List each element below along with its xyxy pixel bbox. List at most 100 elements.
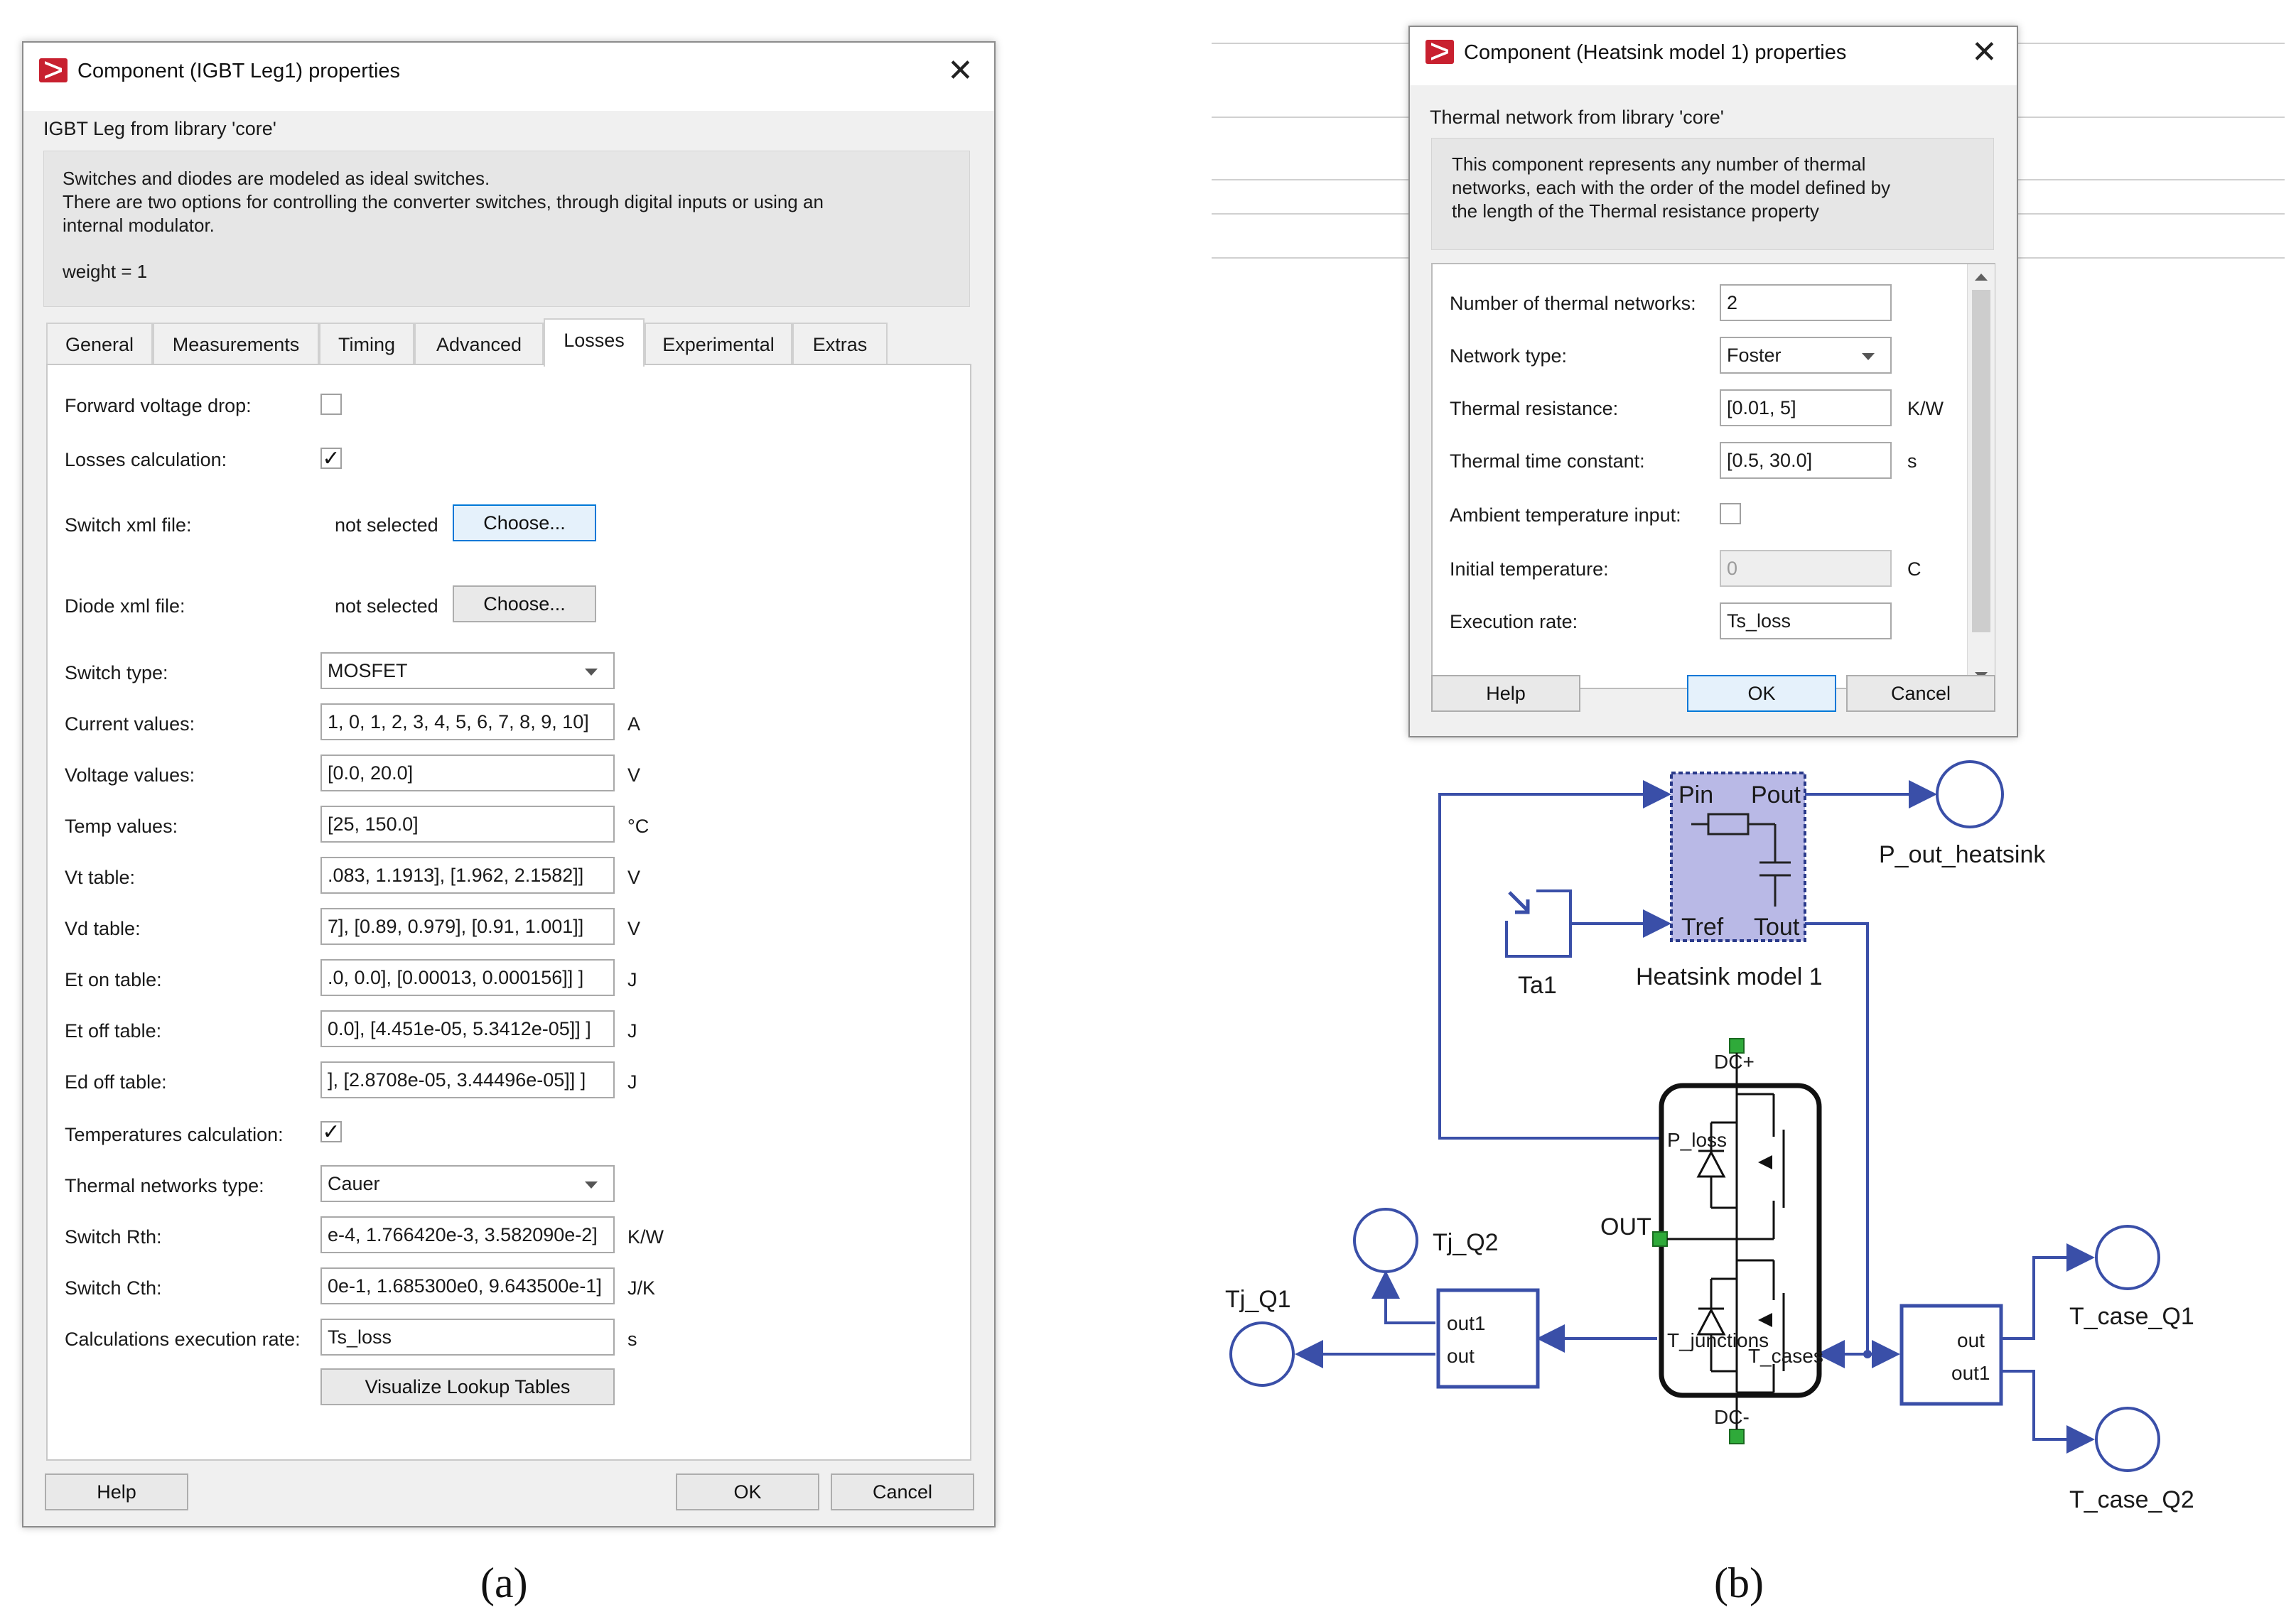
vd-table-input[interactable]: 7], [0.89, 0.979], [0.91, 1.001]] (320, 908, 615, 945)
description-line: internal modulator. (63, 215, 215, 236)
switch-type-label: Switch type: (65, 662, 168, 683)
tab-timing[interactable]: Timing (319, 323, 414, 365)
demux-right-block (1899, 1304, 2003, 1406)
network-type-label: Network type: (1450, 345, 1568, 367)
forward-voltage-drop-checkbox[interactable] (320, 394, 342, 415)
current-values-input[interactable]: 1, 0, 1, 2, 3, 4, 5, 6, 7, 8, 9, 10] (320, 703, 615, 740)
close-icon[interactable]: ✕ (947, 53, 974, 88)
initial-temperature-input[interactable]: 0 (1720, 550, 1892, 587)
close-icon[interactable]: ✕ (1971, 35, 1998, 70)
heatsink-properties-dialog: Component (Heatsink model 1) properties … (1408, 26, 2018, 737)
t-case-q1-label: T_case_Q1 (2069, 1303, 2194, 1330)
tab-measurements[interactable]: Measurements (153, 323, 319, 365)
cancel-button[interactable]: Cancel (831, 1473, 974, 1510)
switch-rth-unit: K/W (627, 1226, 664, 1248)
igbt-switch-icon (1667, 1086, 1785, 1394)
description-line: Switches and diodes are modeled as ideal… (63, 168, 490, 189)
diode-xml-label: Diode xml file: (65, 595, 185, 617)
out-terminal (1652, 1231, 1668, 1247)
switch-xml-status: not selected (335, 514, 438, 536)
out-label: OUT (1600, 1213, 1651, 1240)
t-case-q1-terminal (2095, 1225, 2160, 1290)
help-button[interactable]: Help (45, 1473, 188, 1510)
heatsink-block (1670, 772, 1806, 942)
plecs-app-icon (39, 58, 68, 82)
losses-calculation-checkbox[interactable]: ✓ (320, 448, 342, 470)
description-box: Switches and diodes are modeled as ideal… (43, 151, 970, 307)
ed-off-table-input[interactable]: ], [2.8708e-05, 3.44496e-05]] ] (320, 1061, 615, 1098)
vd-table-unit: V (627, 918, 641, 939)
ambient-input-checkbox[interactable] (1720, 503, 1741, 524)
caption-b: (b) (1714, 1559, 1764, 1606)
cancel-button[interactable]: Cancel (1846, 675, 1995, 712)
wire-demux-tcaseq1 (2003, 1243, 2095, 1340)
dialog-title-bar: Component (IGBT Leg1) properties ✕ (23, 43, 994, 111)
demux-left-out1-label: out1 (1447, 1312, 1486, 1334)
vt-table-input[interactable]: .083, 1.1913], [1.962, 2.1582]] (320, 857, 615, 894)
tj-q2-label: Tj_Q2 (1433, 1229, 1499, 1256)
help-button[interactable]: Help (1431, 675, 1580, 712)
tab-losses[interactable]: Losses (544, 318, 645, 367)
dialog-title: Component (IGBT Leg1) properties (77, 60, 401, 82)
thermal-time-constant-input[interactable]: [0.5, 30.0] (1720, 442, 1892, 479)
switch-rth-input[interactable]: e-4, 1.766420e-3, 3.582090e-2] (320, 1216, 615, 1253)
et-on-table-unit: J (627, 969, 637, 990)
switch-rth-label: Switch Rth: (65, 1226, 162, 1248)
wire-ploss-to-pin (1438, 780, 1671, 1140)
igbt-lower-arrow-icon (1758, 1313, 1772, 1327)
initial-temperature-label: Initial temperature: (1450, 558, 1609, 580)
description-line: This component represents any number of … (1452, 153, 1866, 175)
current-values-label: Current values: (65, 713, 195, 735)
ed-off-table-label: Ed off table: (65, 1071, 167, 1093)
ta1-source (1505, 889, 1572, 958)
p-out-heatsink-label: P_out_heatsink (1879, 841, 2046, 868)
scroll-thumb[interactable] (1972, 290, 1990, 632)
temperatures-calculation-checkbox[interactable]: ✓ (320, 1121, 342, 1143)
t-case-q2-terminal (2095, 1407, 2160, 1472)
scrollbar[interactable] (1967, 264, 1995, 688)
thermal-resistance-label: Thermal resistance: (1450, 398, 1619, 419)
thermal-time-constant-unit: s (1907, 450, 1917, 472)
switch-xml-choose-button[interactable]: Choose... (453, 504, 596, 541)
diode-xml-choose-button[interactable]: Choose... (453, 585, 596, 622)
temp-values-input[interactable]: [25, 150.0] (320, 806, 615, 843)
thermal-networks-type-select[interactable]: Cauer (320, 1165, 615, 1202)
et-on-table-label: Et on table: (65, 969, 162, 990)
num-networks-input[interactable]: 2 (1720, 284, 1892, 321)
temp-values-unit: °C (627, 816, 650, 837)
wire-tout-tcases (1804, 922, 1869, 1368)
vt-table-label: Vt table: (65, 867, 136, 888)
current-values-unit: A (627, 713, 641, 735)
weight-text: weight = 1 (63, 261, 148, 282)
thermal-resistance-input[interactable]: [0.01, 5] (1720, 389, 1892, 426)
scroll-up-icon[interactable] (1975, 267, 1988, 281)
temperatures-calculation-label: Temperatures calculation: (65, 1124, 284, 1145)
tab-extras[interactable]: Extras (792, 323, 888, 365)
t-junctions-label: T_junctions (1667, 1329, 1769, 1351)
execution-rate-input[interactable]: Ts_loss (1720, 602, 1892, 639)
demux-right-out1-label: out1 (1951, 1362, 1990, 1384)
tab-general[interactable]: General (46, 323, 153, 365)
ok-button[interactable]: OK (676, 1473, 819, 1510)
switch-cth-unit: J/K (627, 1277, 656, 1299)
igbt-properties-dialog: Component (IGBT Leg1) properties ✕ IGBT … (22, 41, 996, 1527)
demux-right-out-label: out (1957, 1329, 1985, 1351)
switch-cth-input[interactable]: 0e-1, 1.685300e0, 9.643500e-1] (320, 1267, 615, 1304)
tab-experimental[interactable]: Experimental (645, 323, 792, 365)
t-cases-label: T_cases (1748, 1345, 1823, 1367)
calc-exec-rate-input[interactable]: Ts_loss (320, 1319, 615, 1356)
voltage-values-input[interactable]: [0.0, 20.0] (320, 755, 615, 791)
network-type-select[interactable]: Foster (1720, 337, 1892, 374)
diode-upper-icon (1696, 1150, 1726, 1178)
dc-minus-label: DC- (1714, 1406, 1750, 1428)
switch-type-select[interactable]: MOSFET (320, 652, 615, 689)
et-off-table-input[interactable]: 0.0], [4.451e-05, 5.3412e-05]] ] (320, 1010, 615, 1047)
tab-advanced[interactable]: Advanced (414, 323, 544, 365)
ok-button[interactable]: OK (1687, 675, 1836, 712)
voltage-values-unit: V (627, 764, 641, 786)
et-on-table-input[interactable]: .0, 0.0], [0.00013, 0.000156]] ] (320, 959, 615, 996)
library-text: IGBT Leg from library 'core' (43, 118, 276, 139)
thermal-resistance-unit: K/W (1907, 398, 1944, 419)
visualize-lookup-tables-button[interactable]: Visualize Lookup Tables (320, 1368, 615, 1405)
description-line: networks, each with the order of the mod… (1452, 177, 1891, 198)
